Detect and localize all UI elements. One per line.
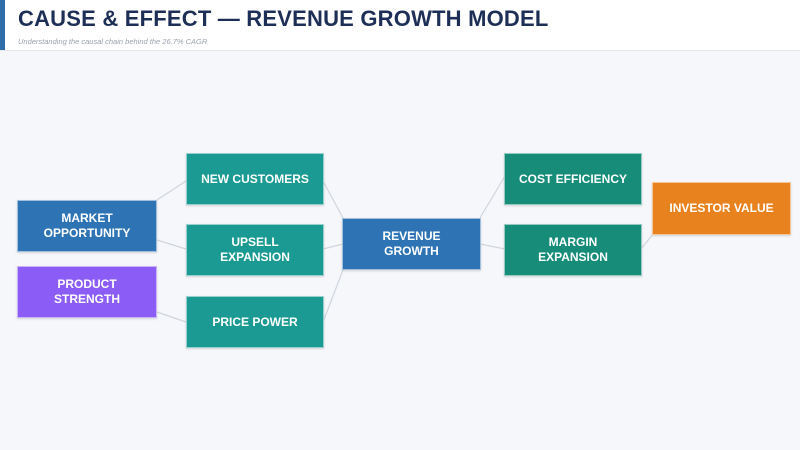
link-market-to-upsell [156, 239, 187, 250]
page-subtitle: Understanding the causal chain behind th… [18, 37, 208, 46]
link-revenue-to-margin [479, 243, 506, 250]
node-label: INVESTOR VALUE [669, 201, 774, 215]
link-margin-to-investor [640, 233, 654, 250]
node-label: MARKET OPPORTUNITY [43, 211, 131, 240]
node-product-strength: PRODUCT STRENGTH [17, 266, 157, 318]
link-revenue-to-cost [479, 175, 506, 219]
header: CAUSE & EFFECT — REVENUE GROWTH MODEL Un… [0, 0, 800, 51]
link-upsell-to-revenue [322, 243, 344, 250]
page-title: CAUSE & EFFECT — REVENUE GROWTH MODEL [18, 6, 549, 31]
node-label: PRICE POWER [212, 314, 298, 329]
node-price-power: PRICE POWER [186, 296, 324, 348]
node-label: UPSELL EXPANSION [220, 235, 290, 264]
node-label: REVENUE GROWTH [382, 229, 441, 258]
node-market-opportunity: MARKET OPPORTUNITY [17, 200, 157, 252]
node-revenue-growth: REVENUE GROWTH [342, 218, 481, 270]
node-investor-value: INVESTOR VALUE [652, 182, 791, 235]
node-margin-expansion: MARGIN EXPANSION [504, 224, 642, 276]
node-label: NEW CUSTOMERS [201, 171, 309, 186]
link-market-to-new-customers [156, 180, 187, 201]
node-new-customers: NEW CUSTOMERS [186, 153, 324, 205]
link-new-customers-to-revenue [322, 180, 344, 219]
node-label: MARGIN EXPANSION [538, 235, 608, 264]
node-cost-efficiency: COST EFFICIENCY [504, 153, 642, 205]
node-label: PRODUCT STRENGTH [54, 277, 120, 306]
node-upsell-expansion: UPSELL EXPANSION [186, 224, 324, 276]
node-label: COST EFFICIENCY [518, 171, 627, 186]
link-product-to-price [156, 311, 187, 323]
header-accent-bar [0, 0, 5, 50]
link-price-to-revenue [322, 269, 344, 323]
